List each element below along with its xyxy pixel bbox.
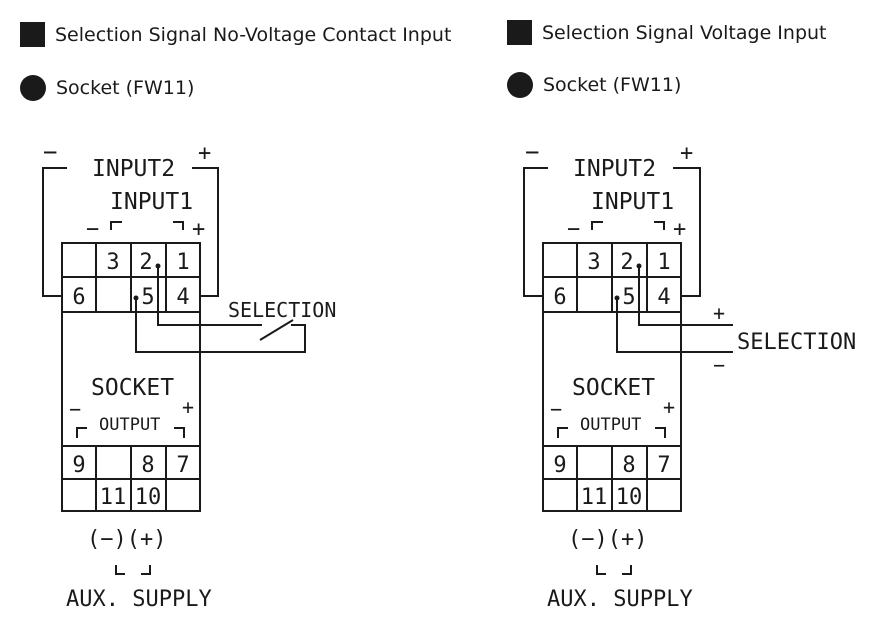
left-heading: Selection Signal No-Voltage Contact Inpu… xyxy=(55,23,452,46)
output-label: OUTPUT xyxy=(99,415,160,435)
selection-label: SELECTION xyxy=(737,330,856,355)
selection-wire-pin5 xyxy=(135,298,306,353)
square-bullet-icon xyxy=(507,20,532,45)
selection-wire-minus xyxy=(616,298,733,353)
input2-wire-plus xyxy=(673,167,701,297)
pin-11: 11 xyxy=(581,485,608,510)
right-heading: Selection Signal Voltage Input xyxy=(542,21,827,44)
pin-4: 4 xyxy=(657,285,670,310)
input2-minus: − xyxy=(43,138,57,166)
output-plus: + xyxy=(663,395,675,419)
input2-wire-minus xyxy=(523,167,548,297)
output-bracket-right xyxy=(174,427,185,438)
pin-7: 7 xyxy=(176,453,189,478)
aux-supply-label: AUX. SUPPLY xyxy=(66,587,212,612)
output-plus: + xyxy=(182,395,194,419)
input2-label: INPUT2 xyxy=(92,156,175,182)
output-minus: − xyxy=(69,397,81,421)
input1-bracket-left xyxy=(591,221,603,230)
input2-wire-plus xyxy=(192,167,219,297)
pin-4: 4 xyxy=(176,285,189,310)
output-bracket-left xyxy=(557,427,568,438)
aux-polarity: (−)(+) xyxy=(568,527,647,552)
aux-bracket-right xyxy=(622,565,632,575)
aux-supply-label: AUX. SUPPLY xyxy=(547,587,693,612)
pin-6: 6 xyxy=(72,285,85,310)
selection-wire-plus xyxy=(638,266,733,326)
pin-1: 1 xyxy=(657,250,670,275)
pin-6: 6 xyxy=(553,285,566,310)
square-bullet-icon xyxy=(20,22,45,47)
output-bracket-right xyxy=(655,427,666,438)
right-diagram: − + INPUT2 INPUT1 − + 3 2 1 6 5 4 + − SE… xyxy=(523,138,856,612)
aux-bracket-left xyxy=(115,565,125,575)
pin-10: 10 xyxy=(616,485,643,510)
aux-bracket-right xyxy=(141,565,151,575)
pin-7: 7 xyxy=(657,453,670,478)
aux-bracket-left xyxy=(596,565,606,575)
input1-bracket-left xyxy=(110,221,122,230)
input1-bracket-right xyxy=(654,221,665,230)
aux-polarity: (−)(+) xyxy=(87,527,166,552)
input1-plus: + xyxy=(192,217,205,242)
selection-wire-pin2 xyxy=(157,266,262,326)
input1-label: INPUT1 xyxy=(110,189,193,215)
socket-label: SOCKET xyxy=(91,375,174,401)
pin-11: 11 xyxy=(100,485,127,510)
pin-3: 3 xyxy=(106,250,119,275)
output-bracket-left xyxy=(76,427,87,438)
pin-9: 9 xyxy=(72,453,85,478)
input1-minus: − xyxy=(567,217,580,242)
pin-2: 2 xyxy=(620,250,633,275)
pin-8: 8 xyxy=(141,453,154,478)
input2-plus: + xyxy=(680,141,693,166)
input1-label: INPUT1 xyxy=(591,189,674,215)
pin-5: 5 xyxy=(622,285,635,310)
left-diagram: − + INPUT2 INPUT1 − + 3 2 1 6 5 4 xyxy=(42,138,336,612)
selection-label: SELECTION xyxy=(228,298,336,322)
left-heading-row: Selection Signal No-Voltage Contact Inpu… xyxy=(20,22,451,47)
right-socket-label: Socket (FW11) xyxy=(543,74,682,96)
left-socket-label: Socket (FW11) xyxy=(56,77,195,99)
pin-5: 5 xyxy=(141,285,154,310)
input1-plus: + xyxy=(673,217,686,242)
output-label: OUTPUT xyxy=(580,415,641,435)
selection-contact-switch xyxy=(259,319,294,341)
pin-1: 1 xyxy=(176,250,189,275)
right-socket-row: Socket (FW11) xyxy=(507,72,681,98)
socket-label: SOCKET xyxy=(572,375,655,401)
input2-plus: + xyxy=(198,141,211,166)
left-socket-row: Socket (FW11) xyxy=(20,75,194,101)
selection-minus: − xyxy=(713,353,725,377)
input1-minus: − xyxy=(86,217,99,242)
selection-plus: + xyxy=(713,301,725,325)
pin-9: 9 xyxy=(553,453,566,478)
pin-8: 8 xyxy=(622,453,635,478)
right-heading-row: Selection Signal Voltage Input xyxy=(507,20,827,45)
pin-3: 3 xyxy=(587,250,600,275)
circle-bullet-icon xyxy=(20,75,46,101)
output-minus: − xyxy=(550,397,562,421)
input2-wire-minus xyxy=(42,167,67,297)
input2-minus: − xyxy=(525,138,539,166)
input2-label: INPUT2 xyxy=(573,156,656,182)
input1-bracket-right xyxy=(173,221,184,230)
circle-bullet-icon xyxy=(507,72,533,98)
pin-2: 2 xyxy=(139,250,152,275)
pin-10: 10 xyxy=(135,485,162,510)
